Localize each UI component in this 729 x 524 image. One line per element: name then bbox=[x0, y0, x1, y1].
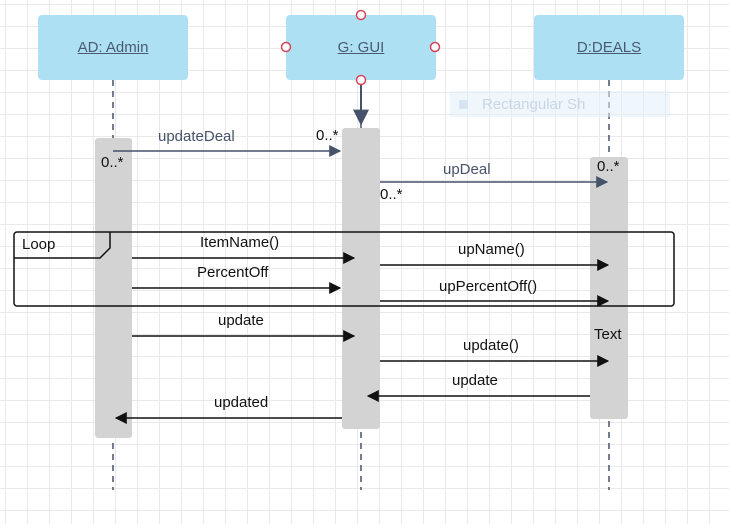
lifeline-box-gui[interactable]: G: GUI bbox=[286, 15, 436, 80]
resize-handle-left[interactable] bbox=[280, 41, 292, 53]
selection-handles bbox=[280, 9, 441, 86]
lifeline-label-admin: AD: Admin bbox=[77, 39, 149, 56]
message-percent-off-label: PercentOff bbox=[197, 264, 269, 281]
resize-handle-right[interactable] bbox=[429, 41, 441, 53]
activation-gui[interactable] bbox=[342, 128, 380, 429]
message-update-label: update bbox=[218, 312, 264, 329]
message-up-percent-off-label: upPercentOff() bbox=[439, 278, 538, 295]
message-update-deal-label: updateDeal bbox=[158, 128, 235, 145]
lifeline-box-admin[interactable]: AD: Admin bbox=[38, 15, 188, 80]
multiplicity-deals-in: 0..* bbox=[597, 158, 620, 175]
message-item-name-label: ItemName() bbox=[200, 234, 280, 251]
ghost-shape-icon bbox=[459, 99, 468, 109]
multiplicity-gui-out: 0..* bbox=[380, 186, 403, 203]
lifeline-label-deals: D:DEALS bbox=[576, 39, 642, 56]
message-updated-label: updated bbox=[214, 394, 269, 411]
loop-frame-tab bbox=[14, 232, 111, 259]
activation-deals[interactable] bbox=[590, 157, 628, 419]
activation-admin[interactable] bbox=[95, 138, 132, 438]
multiplicity-gui-in: 0..* bbox=[316, 127, 339, 144]
message-up-name-label: upName() bbox=[458, 241, 525, 258]
ghost-shape-tooltip: Rectangular Sh bbox=[450, 91, 670, 117]
message-update-call-label: update() bbox=[463, 337, 519, 354]
resize-handle-bottom[interactable] bbox=[355, 74, 367, 86]
ghost-shape-label: Rectangular Sh bbox=[482, 95, 586, 113]
lifeline-box-deals[interactable]: D:DEALS bbox=[534, 15, 684, 80]
lifeline-label-gui: G: GUI bbox=[337, 39, 385, 56]
loop-label: Loop bbox=[22, 236, 56, 253]
message-update-return-label: update bbox=[452, 372, 498, 389]
text-note[interactable]: Text bbox=[594, 326, 622, 343]
multiplicity-admin-out: 0..* bbox=[101, 154, 124, 171]
resize-handle-top[interactable] bbox=[355, 9, 367, 21]
message-up-deal-label: upDeal bbox=[443, 161, 491, 178]
loop-frame[interactable] bbox=[13, 231, 675, 307]
